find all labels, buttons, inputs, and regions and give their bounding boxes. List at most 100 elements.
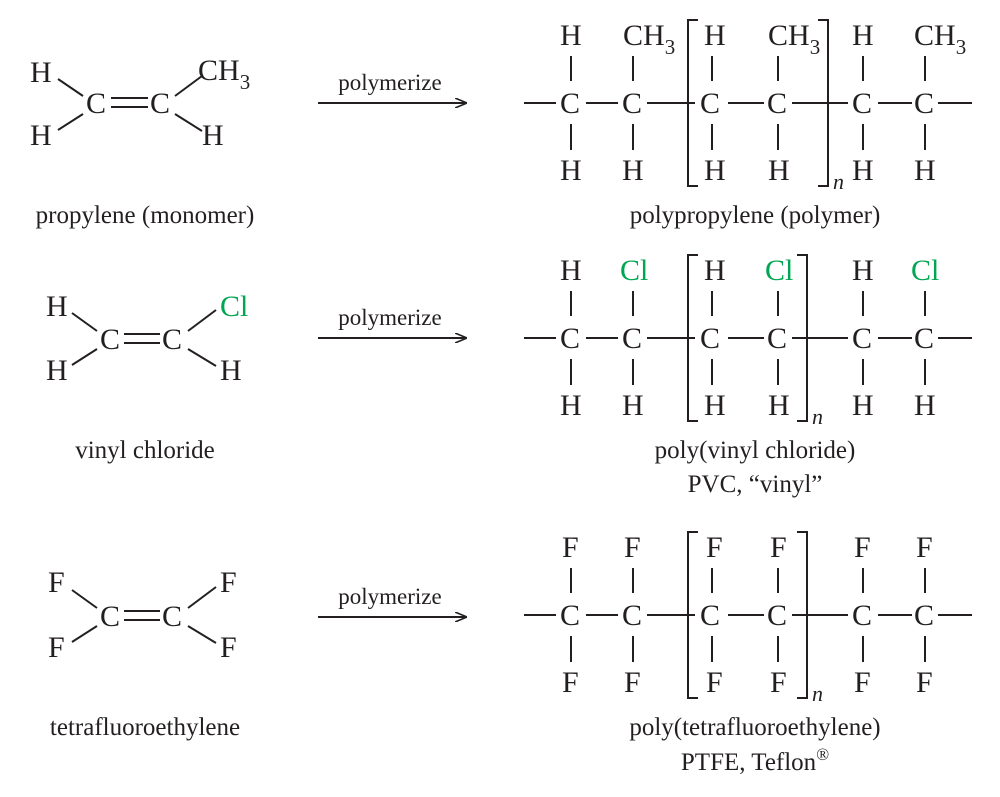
bond	[174, 113, 203, 132]
atom-h: H	[46, 290, 68, 323]
monomer-name: tetrafluoroethylene	[50, 714, 240, 741]
left-bracket	[687, 531, 698, 699]
bond	[71, 589, 98, 609]
atom-c: C	[700, 322, 720, 355]
atom-c: C	[100, 323, 120, 356]
atom-c: C	[560, 599, 580, 632]
polymer-name: poly(vinyl chloride)	[655, 437, 856, 464]
atom-c: C	[560, 87, 580, 120]
repeat-count: n	[833, 169, 844, 194]
atom-h: H	[560, 389, 582, 422]
atom-h: H	[768, 154, 790, 187]
atom-h: H	[202, 119, 224, 152]
atom-c: C	[162, 323, 182, 356]
atom-h: H	[704, 389, 726, 422]
methyl-group: CH3	[768, 19, 820, 59]
bond	[187, 625, 217, 644]
atom-f: F	[48, 566, 65, 599]
atom-f: F	[706, 666, 723, 699]
atom-h: H	[704, 19, 726, 52]
atom-h: H	[30, 119, 52, 152]
atom-f: F	[770, 531, 787, 564]
atom-f: F	[854, 531, 871, 564]
polymer-name: poly(tetrafluoroethylene)	[629, 714, 880, 741]
atom-c: C	[622, 322, 642, 355]
polymer-name: polypropylene (polymer)	[630, 202, 881, 229]
atom-f: F	[624, 666, 641, 699]
atom-cl: Cl	[765, 254, 793, 287]
monomer-name: propylene (monomer)	[36, 202, 255, 229]
polymerize-arrow: polymerize	[318, 70, 466, 103]
atom-f: F	[48, 631, 65, 664]
atom-h: H	[914, 154, 936, 187]
bond	[57, 78, 84, 97]
atom-c: C	[622, 87, 642, 120]
methyl-group: CH3	[198, 54, 250, 94]
atom-c: C	[852, 87, 872, 120]
atom-c: C	[100, 600, 120, 633]
atom-cl: Cl	[220, 290, 248, 323]
repeat-count: n	[812, 404, 823, 429]
atom-h: H	[852, 389, 874, 422]
atom-c: C	[622, 599, 642, 632]
atom-h: H	[704, 254, 726, 287]
right-bracket	[797, 254, 808, 422]
bond	[57, 113, 84, 131]
atom-f: F	[770, 666, 787, 699]
atom-h: H	[914, 389, 936, 422]
atom-c: C	[560, 322, 580, 355]
bond	[71, 348, 98, 366]
right-bracket	[818, 19, 829, 187]
bond	[187, 586, 217, 609]
methyl-group: CH3	[623, 19, 675, 59]
polymer-alias: PTFE, Teflon®	[681, 745, 829, 776]
atom-h: H	[622, 154, 644, 187]
arrow-label: polymerize	[338, 70, 441, 95]
right-bracket	[797, 531, 808, 699]
atom-f: F	[220, 566, 237, 599]
arrow-label: polymerize	[338, 305, 441, 330]
ptfe-chain: C C C C C C F F F F F F F F F F F F n	[524, 531, 972, 706]
atom-c: C	[914, 599, 934, 632]
atom-c: C	[162, 600, 182, 633]
atom-f: F	[706, 531, 723, 564]
atom-f: F	[916, 666, 933, 699]
polymerize-arrow: polymerize	[318, 305, 466, 338]
atom-c: C	[86, 87, 106, 120]
atom-h: H	[46, 354, 68, 387]
atom-c: C	[767, 322, 787, 355]
atom-f: F	[220, 631, 237, 664]
registered-mark: ®	[816, 745, 829, 764]
atom-cl: Cl	[911, 254, 939, 287]
atom-c: C	[150, 87, 170, 120]
atom-cl: Cl	[620, 254, 648, 287]
bond	[71, 312, 98, 332]
pvc-chain: C C C C C C H Cl H Cl H Cl H H H H H H n	[524, 254, 972, 429]
bond	[187, 348, 217, 367]
polymerize-arrow: polymerize	[318, 584, 466, 617]
left-bracket	[687, 19, 698, 187]
tetrafluoroethylene-monomer: F F C C F F	[48, 566, 237, 664]
atom-f: F	[854, 666, 871, 699]
atom-c: C	[852, 322, 872, 355]
polypropylene-chain: C C C C C C H CH3 H CH3 H CH3 H H H H H …	[524, 19, 972, 194]
vinyl-chloride-monomer: H H C C Cl H	[46, 290, 248, 387]
atom-h: H	[852, 254, 874, 287]
atom-h: H	[704, 154, 726, 187]
propylene-monomer: H H C C CH3 H	[30, 54, 250, 152]
bond	[187, 309, 217, 332]
atom-c: C	[914, 322, 934, 355]
atom-c: C	[700, 87, 720, 120]
monomer-name: vinyl chloride	[75, 437, 215, 464]
left-bracket	[687, 254, 698, 422]
atom-h: H	[622, 389, 644, 422]
atom-c: C	[700, 599, 720, 632]
methyl-group: CH3	[914, 19, 966, 59]
atom-h: H	[560, 154, 582, 187]
atom-h: H	[560, 19, 582, 52]
atom-c: C	[914, 87, 934, 120]
bond	[174, 75, 203, 97]
atom-h: H	[768, 389, 790, 422]
polymer-alias: PVC, “vinyl”	[688, 471, 823, 498]
